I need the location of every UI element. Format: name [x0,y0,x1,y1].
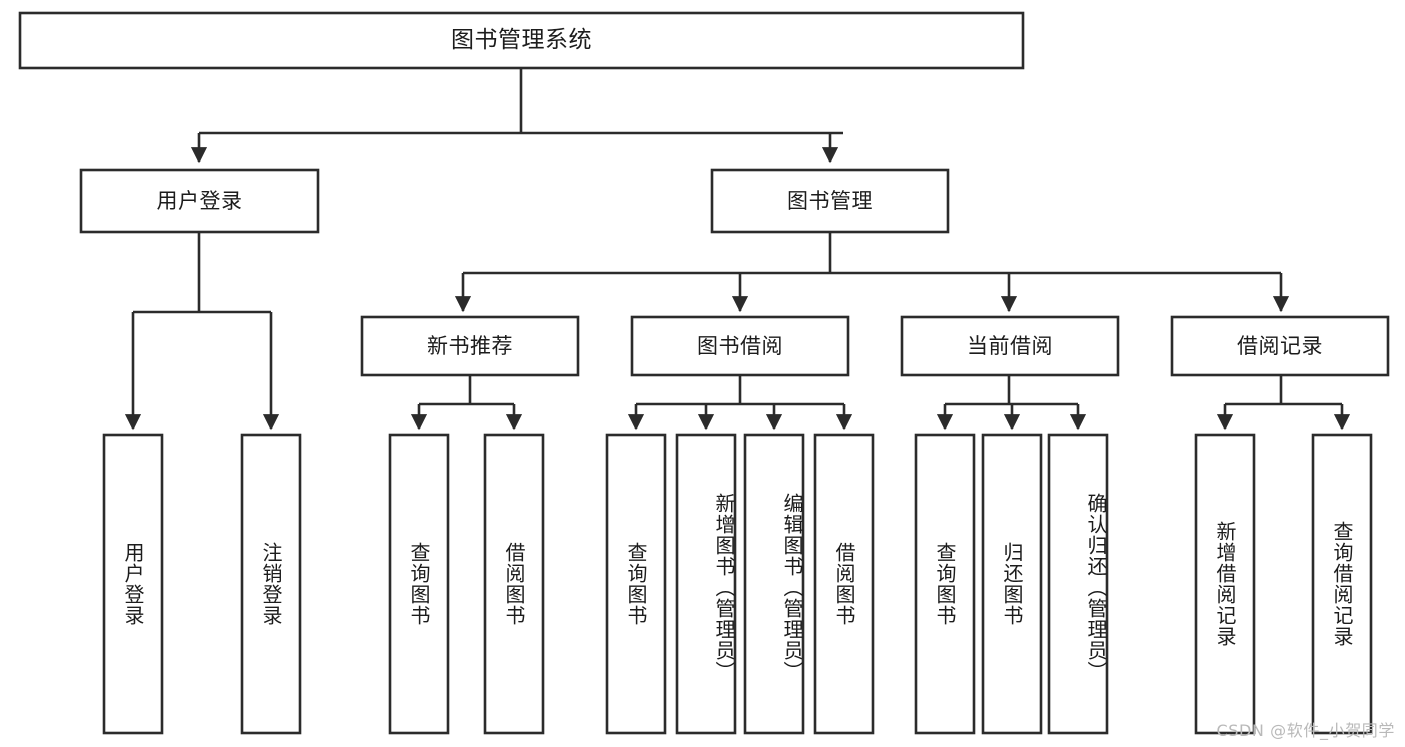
leaf-box-new-book-1 [483,433,545,735]
node-box-book-management [710,168,950,234]
leaf-box-current-borrow-2 [1047,433,1109,735]
leaf-box-borrow-record-1 [1311,433,1373,735]
leaf-box-user-login-0 [102,433,164,735]
leaf-box-user-login-1 [240,433,302,735]
connector-newbook-to-leaves [410,375,523,431]
connector-currentborrow-to-leaves [936,375,1087,431]
connector-root-to-level2 [190,68,843,164]
connector-userlogin-to-leaves [124,232,280,431]
leaf-box-book-borrow-0 [605,433,667,735]
node-box-root [18,11,1025,70]
node-box-current-borrow [900,315,1120,377]
leaf-box-book-borrow-3 [813,433,875,735]
leaf-box-book-borrow-1 [675,433,737,735]
leaf-box-borrow-record-0 [1194,433,1256,735]
node-box-user-login [79,168,320,234]
leaf-box-current-borrow-1 [981,433,1043,735]
leaf-box-new-book-0 [388,433,450,735]
leaf-box-book-borrow-2 [743,433,805,735]
node-box-new-book [360,315,580,377]
node-box-book-borrow [630,315,850,377]
connector-borrowrecord-to-leaves [1216,375,1351,431]
node-box-borrow-record [1170,315,1390,377]
connector-bookborrow-to-leaves [627,375,853,431]
leaf-box-current-borrow-0 [914,433,976,735]
connector-bookmgmt-to-level3 [454,232,1290,313]
